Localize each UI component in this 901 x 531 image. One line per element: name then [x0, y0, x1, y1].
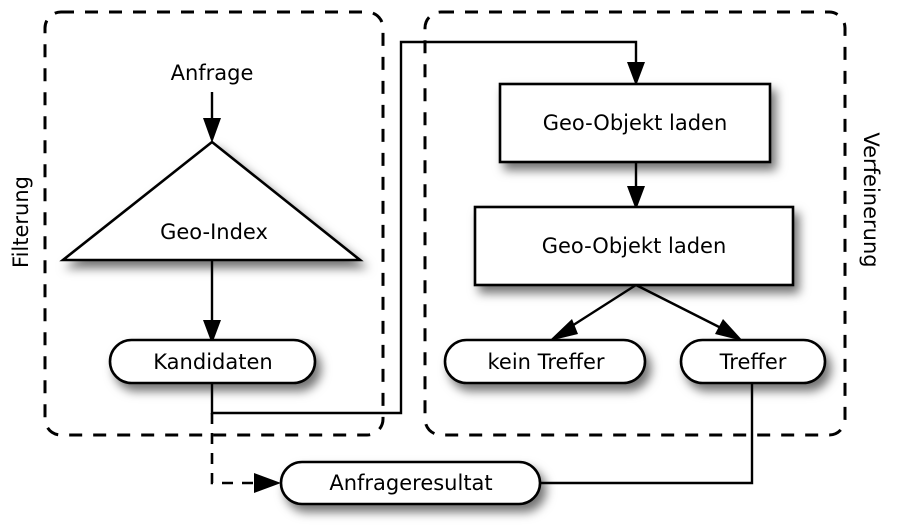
- node-geo-objekt-laden-1[interactable]: Geo-Objekt laden: [498, 82, 772, 164]
- kandidaten-stadium-shape: [108, 338, 317, 385]
- arrow-head-into-anfrageresultat: [254, 473, 281, 493]
- node-geo-objekt-laden-2[interactable]: Geo-Objekt laden: [473, 205, 795, 287]
- geo-index-label: Geo-Index: [160, 220, 268, 244]
- arrow-head-into-geo-objekt-laden-1: [627, 62, 645, 86]
- node-kandidaten[interactable]: Kandidaten: [108, 338, 317, 385]
- edge-kandidaten-to-anfrageresultat: [210, 413, 281, 493]
- anfrage-label: Anfrage: [171, 61, 254, 85]
- anfrageresultat-stadium-shape: [279, 460, 542, 506]
- kein-treffer-stadium-shape: [443, 338, 647, 385]
- geo-objekt-laden-1-label: Geo-Objekt laden: [543, 111, 728, 135]
- edge-treffer-to-anfrageresultat: [536, 382, 754, 485]
- edge-geo-objekt-laden-2-to-treffer: [635, 283, 743, 341]
- phase-box-filterung: [43, 10, 385, 437]
- arrow-head-into-kein-treffer: [549, 319, 578, 341]
- kandidaten-label: Kandidaten: [153, 350, 272, 374]
- anfrageresultat-label: Anfrageresultat: [329, 471, 492, 495]
- geo-objekt-laden-1-rect-shape: [498, 82, 772, 164]
- edge-geo-objekt-laden-2-to-kein-treffer: [549, 283, 637, 341]
- edge-geo-objekt-laden-1-to-2: [627, 162, 645, 210]
- node-anfrageresultat[interactable]: Anfrageresultat: [279, 460, 542, 506]
- arrow-head-into-kandidaten: [203, 320, 221, 344]
- treffer-label: Treffer: [719, 350, 787, 374]
- phase-group-filterung: Filterung: [9, 10, 385, 437]
- arrow-head-into-geo-index: [203, 118, 221, 143]
- edge-geo-index-to-kandidaten: [203, 258, 221, 344]
- geo-objekt-laden-2-rect-shape: [473, 205, 795, 287]
- arrow-head-into-treffer: [715, 319, 743, 341]
- arrow-head-into-geo-objekt-laden-2: [627, 186, 645, 210]
- phase-group-verfeinerung: Verfeinerung: [423, 10, 883, 437]
- treffer-stadium-shape: [679, 338, 827, 385]
- node-kein-treffer[interactable]: kein Treffer: [443, 338, 647, 385]
- geo-index-triangle-shape: [59, 140, 364, 262]
- node-treffer[interactable]: Treffer: [679, 338, 827, 385]
- phase-label-filterung: Filterung: [9, 176, 33, 268]
- node-geo-index[interactable]: Geo-Index: [59, 140, 364, 262]
- kein-treffer-label: kein Treffer: [487, 350, 604, 374]
- phase-label-verfeinerung: Verfeinerung: [859, 132, 883, 267]
- phase-box-verfeinerung: [423, 10, 847, 437]
- edge-kandidaten-to-geo-objekt-laden-1: [210, 40, 645, 415]
- geo-objekt-laden-2-label: Geo-Objekt laden: [542, 234, 727, 258]
- edge-anfrage-to-geo-index: [203, 92, 221, 143]
